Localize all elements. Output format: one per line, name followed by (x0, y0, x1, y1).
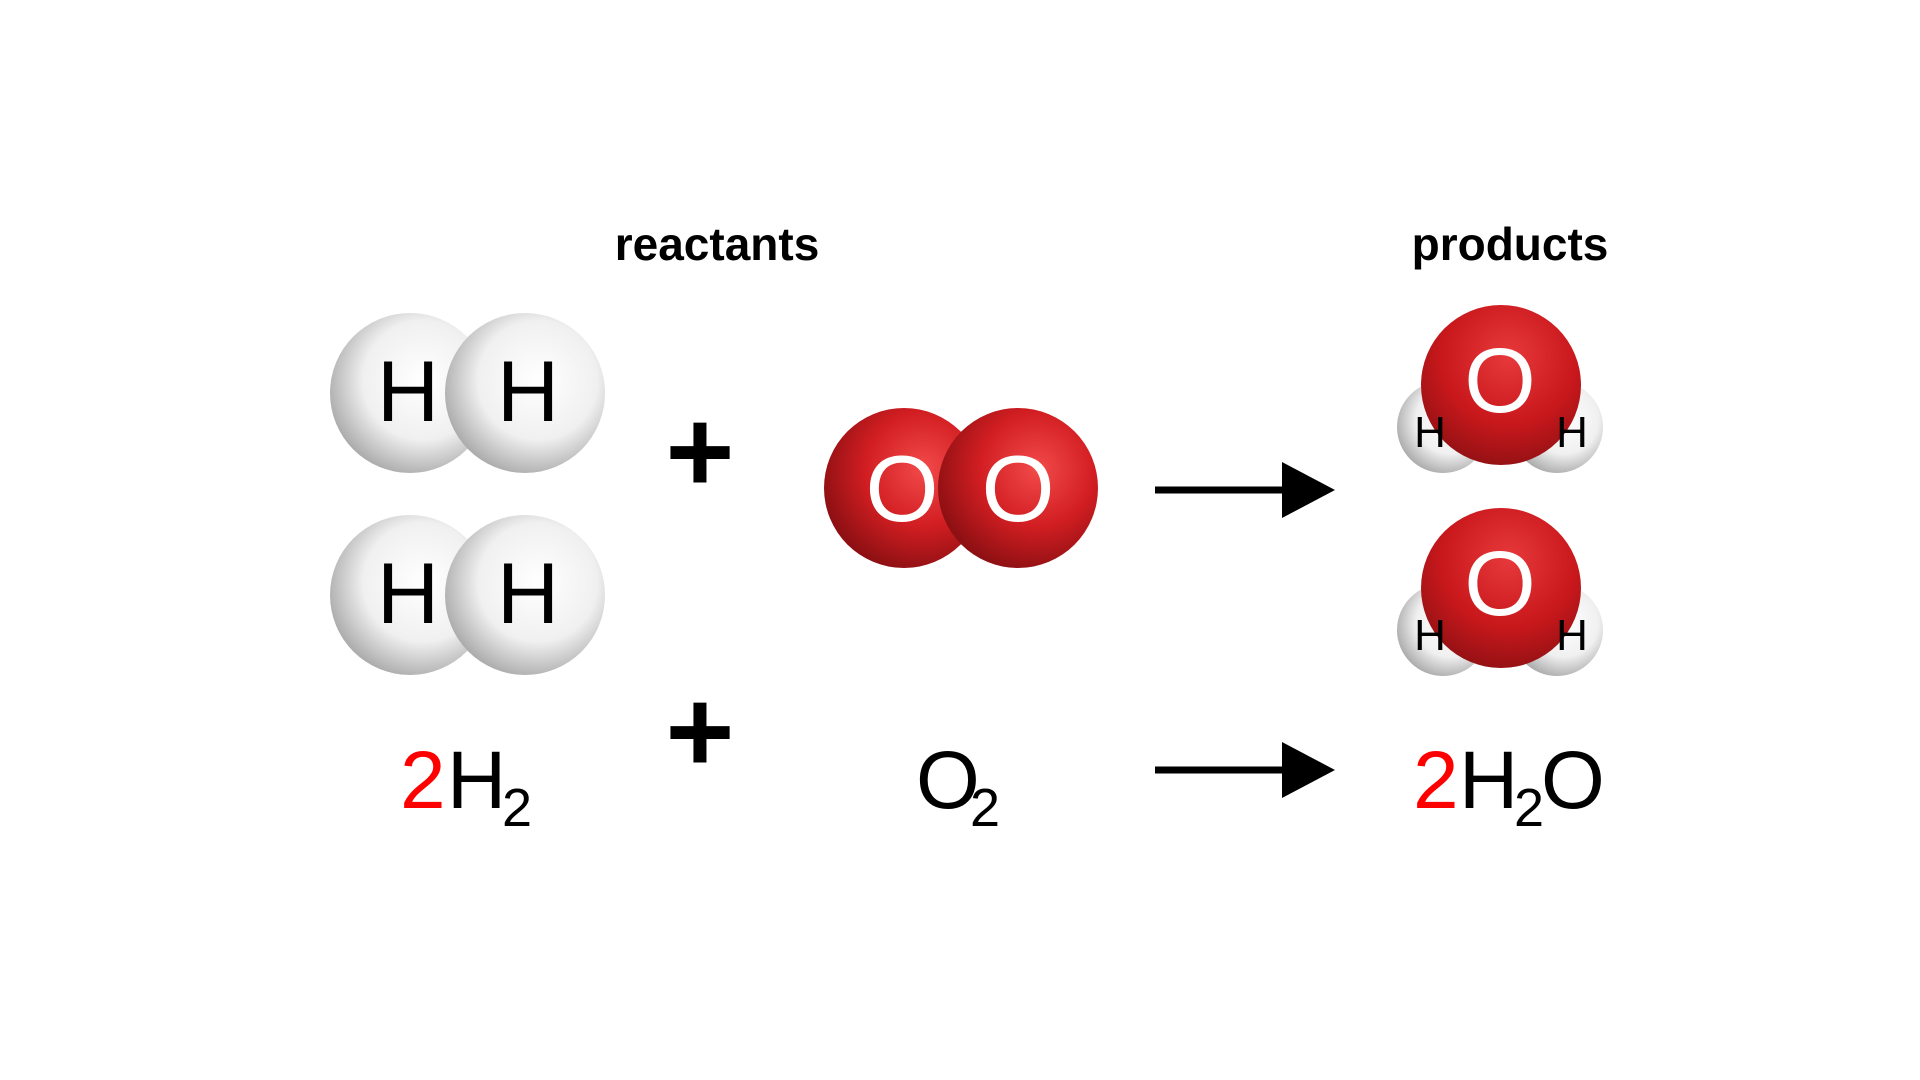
oxygen-atom-label: O (1464, 533, 1536, 635)
reaction-arrow (1155, 462, 1335, 518)
hydrogen-atom (445, 515, 605, 675)
element-symbol: H (447, 735, 506, 826)
element-symbol: H (1459, 735, 1518, 826)
hydrogen-atom (445, 313, 605, 473)
hydrogen-atom-label: H (1556, 408, 1588, 457)
hydrogen-molecule: H H (330, 313, 605, 473)
reactants-heading: reactants (615, 218, 820, 270)
formula-h2: 2 H 2 (400, 735, 532, 838)
element-symbol: O (916, 735, 980, 826)
oxygen-atom (1421, 508, 1581, 668)
hydrogen-atom (330, 313, 490, 473)
hydrogen-atom-label: H (1414, 611, 1446, 660)
water-molecule: O H H (1397, 508, 1603, 676)
formula-o2: O 2 (916, 735, 1000, 838)
hydrogen-atom-label: H (497, 546, 559, 642)
oxygen-atom-label: O (981, 436, 1054, 541)
plus-sign: + (666, 666, 735, 798)
oxygen-atom-label: O (1464, 330, 1536, 432)
plus-sign: + (666, 386, 735, 518)
subscript: 2 (1514, 778, 1544, 838)
hydrogen-atom-label: H (1414, 408, 1446, 457)
subscript: 2 (502, 778, 532, 838)
element-symbol: O (1541, 735, 1605, 826)
coefficient: 2 (400, 735, 446, 826)
oxygen-atom (1421, 305, 1581, 465)
coefficient: 2 (1413, 735, 1459, 826)
oxygen-molecule: O O (824, 408, 1098, 568)
water-molecule: O H H (1397, 305, 1603, 473)
oxygen-atom (938, 408, 1098, 568)
hydrogen-atom-label: H (377, 546, 439, 642)
oxygen-atom-label: O (865, 436, 938, 541)
hydrogen-molecule: H H (330, 515, 605, 675)
hydrogen-atom-label: H (377, 344, 439, 440)
reaction-arrow (1155, 742, 1335, 798)
hydrogen-atom (330, 515, 490, 675)
formula-h2o: 2 H 2 O (1413, 735, 1605, 838)
hydrogen-atom-label: H (1556, 611, 1588, 660)
hydrogen-atom-label: H (497, 344, 559, 440)
subscript: 2 (970, 778, 1000, 838)
oxygen-atom (824, 408, 984, 568)
products-heading: products (1412, 218, 1609, 270)
